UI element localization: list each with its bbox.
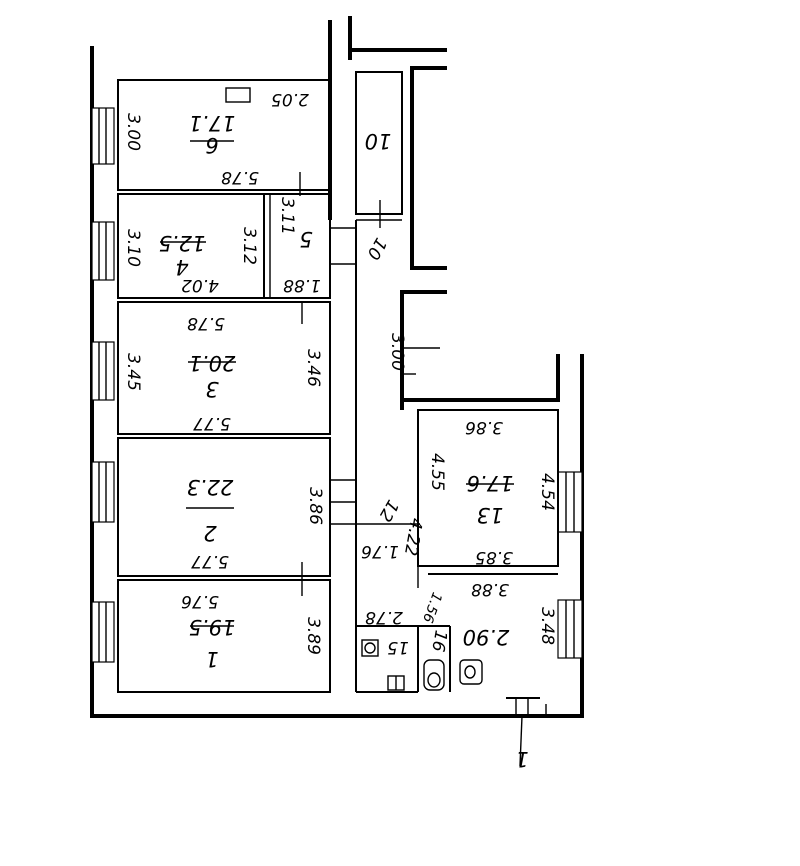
- room-6-dim-top: 2.05: [271, 89, 309, 109]
- wet-rooms: [356, 573, 558, 693]
- room-1-dim-right: 3.89: [303, 617, 323, 655]
- room-13-area: 17.6: [467, 471, 514, 495]
- room-10-id: 10: [365, 129, 392, 153]
- entrance: [506, 697, 547, 767]
- room-3-dim-bottom: 5.77: [193, 413, 231, 433]
- room-4-dim-right: 3.12: [239, 227, 259, 265]
- room-13-dim-top: 3.86: [465, 417, 503, 437]
- room-14-dim-top: 3.88: [471, 579, 509, 599]
- window-room-1: [91, 601, 115, 663]
- corridor-label-10: 10: [362, 234, 390, 263]
- window-room-4: [91, 221, 115, 281]
- room-2-dim-right: 3.86: [305, 487, 325, 525]
- corridor-dim-4-22: 4.22: [400, 516, 426, 557]
- room-1-area: 19.5: [189, 615, 236, 639]
- room-2-id: 2: [203, 521, 216, 545]
- window-room-13: [557, 471, 583, 533]
- room-3-dim-left: 3.45: [123, 353, 143, 391]
- room-3-id: 3: [205, 377, 218, 401]
- room-4-id: 4: [175, 255, 188, 279]
- room-6: [117, 79, 331, 196]
- room-2-dim-bottom: 5.77: [191, 551, 229, 571]
- room-6-id: 6: [205, 133, 218, 157]
- room-2: [117, 437, 420, 577]
- room-1: [117, 562, 331, 693]
- room-3-dim-right: 3.46: [303, 349, 323, 387]
- room-5: [263, 193, 331, 299]
- room-13-dim-right: 4.54: [537, 473, 557, 511]
- room-14-dim-width: 2.90: [463, 625, 510, 649]
- window-room-14: [557, 599, 583, 659]
- room-6-dim-left: 3.00: [123, 113, 143, 151]
- room-13-id: 13: [477, 503, 504, 527]
- room-6-area: 17.1: [189, 111, 236, 135]
- room-13: [417, 409, 559, 588]
- room-13-dim-left: 4.55: [427, 453, 447, 491]
- room-15-dim: 2.78: [365, 607, 403, 627]
- corridor-dim-3-00: 3.00: [387, 333, 407, 371]
- room-1-dim-top: 5.76: [181, 591, 219, 611]
- room-5-id: 5: [299, 227, 312, 251]
- window-room-3: [91, 341, 115, 401]
- room-15-id: 15: [387, 637, 409, 657]
- labels: 6 17.1 2.05 5.78 3.00 4 12.5 4.02 3.10 3…: [123, 89, 557, 771]
- room-3: [117, 301, 331, 435]
- outer-walls: [90, 16, 584, 718]
- room-2-area: 22.3: [187, 475, 234, 499]
- windows: [91, 107, 583, 663]
- room-3-area: 20.1: [189, 351, 236, 375]
- room-6-dim-bottom: 5.78: [221, 167, 259, 187]
- room-5-dim-bottom: 1.88: [283, 275, 321, 295]
- room-4-area: 12.5: [159, 231, 206, 255]
- room-4-dim-bottom: 4.02: [181, 275, 219, 295]
- room-3-dim-top: 5.78: [187, 313, 225, 333]
- corridor-label-12: 12: [374, 496, 402, 525]
- room-4-dim-left: 3.10: [123, 229, 143, 267]
- room-16-id: 16: [427, 628, 450, 653]
- corridor: [355, 220, 440, 692]
- window-room-6: [91, 107, 115, 165]
- window-room-2: [91, 461, 115, 523]
- room-14-dim-right: 3.48: [537, 607, 557, 645]
- corridor-dim-1-76: 1.76: [361, 541, 399, 561]
- room-13-dim-bottom: 3.85: [475, 547, 513, 567]
- section-mark: 1: [515, 747, 528, 771]
- room-16-dim: 1.56: [419, 590, 445, 625]
- room-1-title: 1: [205, 647, 218, 671]
- room-5-dim-right: 3.11: [277, 197, 297, 235]
- room-10: [330, 71, 403, 265]
